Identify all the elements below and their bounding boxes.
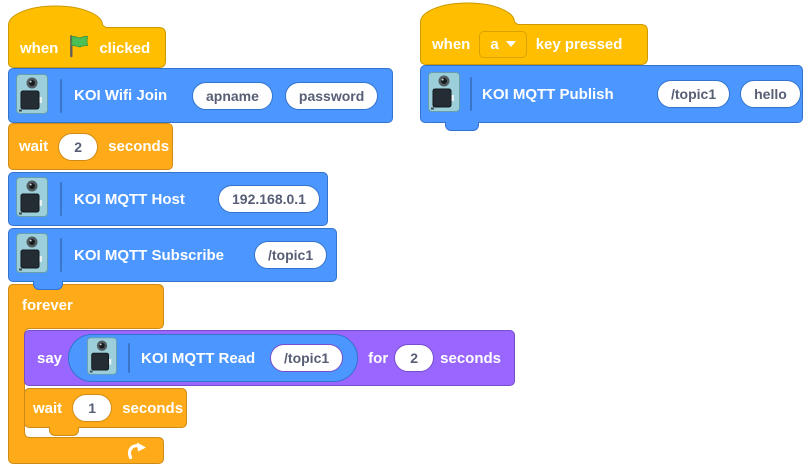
say-duration-input[interactable]: 2: [394, 344, 435, 372]
when-key-pressed-block[interactable]: when a key pressed: [420, 2, 648, 65]
wait-seconds-block-top[interactable]: wait 2 seconds: [8, 123, 173, 170]
block-notch: [445, 122, 479, 131]
c-block-shape: [8, 284, 164, 464]
seconds-label: seconds: [122, 399, 184, 417]
divider: [128, 343, 131, 373]
koi-mqtt-subscribe-block[interactable]: KOI MQTT Subscribe /topic1: [8, 228, 337, 282]
koi-mqtt-read-reporter[interactable]: KOI MQTT Read /topic1: [68, 334, 359, 382]
wifi-join-label: KOI Wifi Join: [74, 87, 168, 104]
when-label: when: [20, 39, 59, 57]
divider: [60, 78, 62, 113]
when-flag-clicked-block[interactable]: when clicked: [8, 5, 166, 68]
read-topic-input[interactable]: /topic1: [270, 344, 344, 372]
key-dropdown-value: a: [490, 35, 499, 53]
publish-topic-input[interactable]: /topic1: [657, 80, 731, 108]
wait-seconds-block-loop[interactable]: wait 1 seconds: [24, 388, 187, 428]
divider: [470, 77, 472, 111]
hat-block-shape: [420, 2, 648, 65]
divider: [60, 182, 62, 216]
clicked-label: clicked: [99, 39, 151, 57]
loop-arrow-icon: [126, 442, 148, 465]
key-dropdown[interactable]: a: [479, 30, 527, 58]
wait-loop-duration-input[interactable]: 1: [72, 394, 113, 422]
forever-block[interactable]: [8, 284, 164, 464]
mqtt-subscribe-label: KOI MQTT Subscribe: [74, 246, 225, 264]
mqtt-host-label: KOI MQTT Host: [74, 190, 185, 208]
key-pressed-label: key pressed: [535, 35, 623, 53]
koi-wifi-join-block[interactable]: KOI Wifi Join apname password: [8, 68, 393, 123]
koi-device-icon: [87, 337, 118, 379]
block-notch: [49, 427, 79, 436]
block-notch: [33, 281, 63, 290]
password-input[interactable]: password: [284, 81, 379, 110]
koi-device-icon: [428, 72, 460, 116]
subscribe-topic-input[interactable]: /topic1: [254, 241, 328, 269]
publish-message-input[interactable]: hello: [740, 80, 801, 108]
mqtt-read-label: KOI MQTT Read: [141, 349, 256, 367]
koi-mqtt-publish-block[interactable]: KOI MQTT Publish /topic1 hello: [420, 65, 803, 123]
wait-label: wait: [19, 138, 49, 155]
forever-label: forever: [22, 297, 73, 314]
host-input[interactable]: 192.168.0.1: [218, 185, 320, 213]
seconds-label: seconds: [108, 138, 170, 155]
wait-label: wait: [33, 399, 63, 417]
mqtt-publish-label: KOI MQTT Publish: [482, 85, 614, 103]
chevron-down-icon: [505, 41, 516, 47]
green-flag-icon: [67, 34, 90, 62]
divider: [60, 238, 62, 272]
when-label: when: [432, 35, 471, 53]
ssid-input[interactable]: apname: [192, 81, 273, 110]
koi-mqtt-host-block[interactable]: KOI MQTT Host 192.168.0.1: [8, 172, 328, 226]
say-label: say: [37, 349, 63, 367]
koi-device-icon: [16, 177, 48, 221]
for-label: for: [368, 349, 389, 367]
wait-duration-input[interactable]: 2: [58, 132, 99, 161]
say-block[interactable]: say KOI MQTT Read /topic1 for 2 seconds: [24, 330, 515, 386]
koi-device-icon: [16, 233, 48, 277]
koi-device-icon: [16, 73, 48, 118]
seconds-label: seconds: [440, 349, 502, 367]
